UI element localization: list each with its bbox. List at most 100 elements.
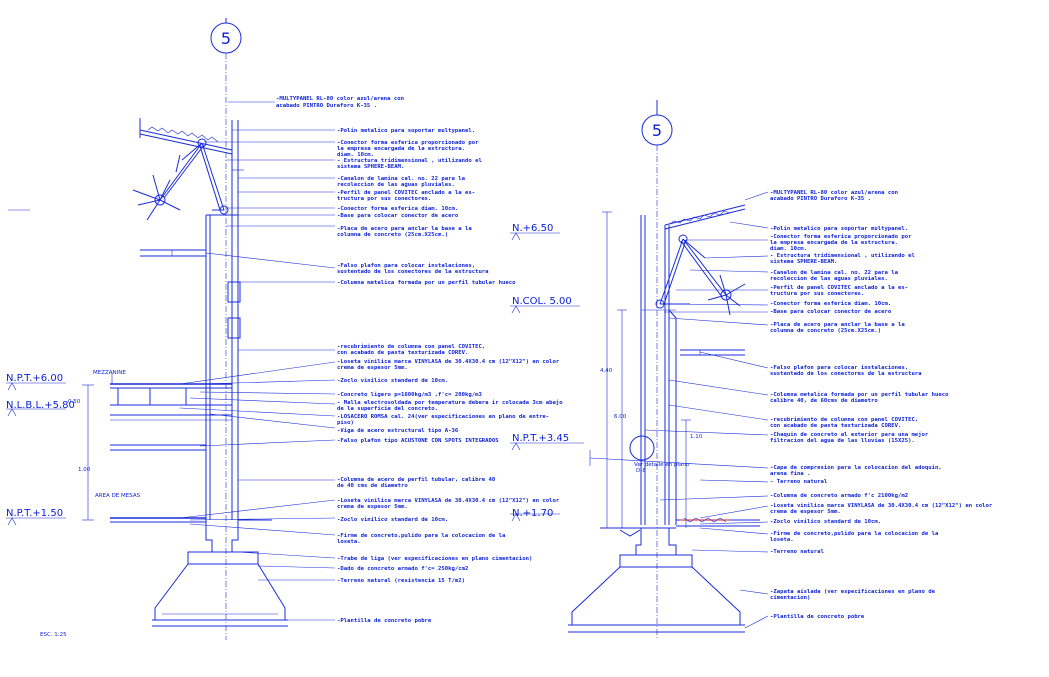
detail-callout-circle (629, 435, 655, 461)
note-text: -Canalon de lamina cal. no. 22 para la (337, 176, 466, 182)
note-text: -Columna metalica formada por un perfil … (770, 392, 949, 398)
note-text: la empresa encargada de la estructura. (770, 240, 898, 246)
note-text: -Base para colocar conector de acero (337, 213, 459, 219)
note-text: crema de espesor 5mm. (337, 504, 408, 510)
note-text: -Placa de acero para anclar la base a la (337, 226, 472, 232)
note-text: - Estructura tridimensional , utilizando… (770, 253, 915, 259)
note-text: tructura por sus conectores. (770, 291, 864, 297)
area-label: AREA DE MESAS (95, 493, 141, 499)
note-text: - Terreno natural (770, 479, 827, 485)
scale-note: ESC. 1:25 (40, 632, 67, 638)
note-text: -Falso plafon para colocar instalaciones… (770, 365, 908, 371)
left-column (205, 120, 244, 520)
note-text: diam. 10cm. (770, 246, 807, 252)
note-text: -Loseta vinilica marca VINYLASA de 30.4X… (770, 503, 993, 509)
note-text: columna de concreto (25cm.X25cm.) (337, 232, 448, 238)
note-text: -Terreno natural (770, 549, 824, 555)
detail-callout-text: Ver detalle en plano (634, 462, 690, 468)
note-text: -Loseta vinilica marca VINYLASA de 30.4X… (337, 498, 560, 504)
left-mezzanine-slab (110, 372, 232, 451)
note-text: -Perfil de panel COVITEC anclado a la es… (337, 190, 475, 196)
note-text: calibre 40, de 60cms de diametro (770, 398, 878, 404)
left-annotations: -MULTYPANEL RL-80 color azul/arena con a… (276, 96, 563, 624)
note-text: loseta. (337, 539, 361, 545)
right-column (640, 215, 677, 525)
note-text: - Malla electrosoldada por temperatura d… (337, 399, 563, 406)
note-text: -Zoclo vinilico standard de 10cm. (337, 517, 448, 523)
note-text: -Placa de acero para anclar la base a la (770, 322, 905, 328)
note-text: recoleccion de las aguas pluviales. (337, 182, 455, 188)
note-text: con acabado de pasta texturizada COREV. (337, 350, 468, 356)
note-text: con acabado de pasta texturizada COREV. (770, 423, 901, 429)
note-text: -Conector forma esferica proporcionado p… (770, 234, 912, 240)
note-text: sistema SPHERE-BEAM. (770, 259, 837, 265)
note-text: la empresa encargada de la estructura. (337, 146, 465, 152)
note-text: -Falso plafon para colocar instalaciones… (337, 263, 475, 269)
note-text: -Polin metalico para soportar multypanel… (337, 128, 475, 134)
note-text: piso) (337, 420, 354, 426)
note-text: filtracion del agua de las lluvias (15X2… (770, 438, 915, 444)
note-text: -Base para colocar conector de acero (770, 309, 892, 315)
note-text: de 40 cms de diametro (337, 483, 408, 489)
note-text: -Terreno natural (resistencia 15 T/m2) (337, 578, 465, 584)
note-text: sustentado de los conectores de la estru… (770, 371, 922, 377)
level-label: N.COL. 5.00 (512, 296, 572, 307)
note-text: -MULTYPANEL RL-80 color azul/arena con (276, 96, 404, 102)
note-text: -Firme de concreto,pulido para la coloca… (337, 533, 506, 539)
note-text: -Columna metalica formada por un perfil … (337, 280, 516, 286)
note-text: -Conector forma esferica diam. 10cm. (770, 301, 891, 307)
note-text: acabado PINTRO Duraforo K-35 . (770, 196, 871, 202)
level-label: N.+1.70 (512, 508, 553, 519)
note-text: cimentacion) (770, 595, 810, 601)
level-label: N.P.T.+6.00 (6, 373, 63, 384)
dimension-label: 1.10 (690, 434, 703, 440)
left-section-detail: 5 (6, 18, 584, 640)
note-text: -Zoclo vinilico standard de 10cm. (337, 378, 448, 384)
note-text: -Columna de acero de perfil tubular, cal… (337, 477, 496, 483)
note-text: -recubrimiento de columna con panel COVI… (337, 344, 485, 350)
note-text: -Capa de compresion para la colocacion d… (770, 465, 942, 471)
right-section-detail: 5 (568, 100, 993, 640)
level-label: N.+6.50 (512, 223, 553, 234)
level-label: N.L.B.L.+5.80 (6, 400, 75, 411)
right-leaders (589, 191, 769, 629)
note-text: crema de espesor 5mm. (770, 509, 841, 515)
dimension-label: 1.00 (78, 467, 91, 473)
left-ground-floor (110, 517, 272, 523)
note-text: -Trabe de liga (ver especificaciones en … (337, 556, 532, 562)
axis-label-right: 5 (652, 121, 662, 140)
right-roof-panel (664, 204, 746, 230)
note-text: - Estructura tridimensional , utilizando… (337, 158, 482, 164)
note-text: -Conector forma esferica proporcionado p… (337, 140, 479, 146)
note-text: tructura por sus conectores. (337, 196, 431, 202)
note-text: -LOSACERO ROMSA cal. 24(ver especificaci… (337, 414, 549, 420)
note-text: columna de concreto (25cm.X25cm.) (770, 328, 881, 334)
note-text: recoleccion de las aguas pluviales. (770, 276, 888, 282)
note-text: -MULTYPANEL RL-80 color azul/arena con (770, 190, 898, 196)
note-text: crema de espesor 5mm. (337, 365, 408, 371)
axis-label-left: 5 (221, 29, 231, 48)
detail-callout-ref: D-8 (636, 468, 646, 474)
dimension-label: 0.50 (68, 399, 81, 405)
note-text: -recubrimiento de columna con panel COVI… (770, 417, 918, 423)
dimension-label: 4.40 (600, 368, 613, 374)
note-text: -Falso plafon tipo ACUSTONE CON SPOTS IN… (337, 438, 499, 444)
note-text: -Concreto ligero p=1600kg/m3 ,f'c= 200kg… (337, 392, 482, 398)
note-text: de la superficie del concreto. (337, 406, 438, 412)
note-text: -Dado de concreto armado f'c= 250kg/cm2 (337, 566, 468, 572)
right-floor (600, 517, 760, 537)
note-text: -Viga de acero estructural tipo A-36 (337, 428, 459, 434)
note-text: -Loseta vinilica marca VINYLASA de 30.4X… (337, 359, 560, 365)
note-text: -Chaquin de concreto al exterior para un… (770, 431, 929, 438)
level-label: N.P.T.+1.50 (6, 508, 63, 519)
left-roof-panel (139, 118, 233, 155)
left-space-frame (132, 138, 229, 221)
right-footing (568, 528, 745, 633)
note-text: arena fina . (770, 471, 810, 477)
note-text: -Plantilla de concreto pobre (770, 614, 865, 620)
mezzanine-label: MEZZANINE (93, 370, 126, 376)
note-text: sustentado de los conectores de la estru… (337, 269, 489, 275)
note-text: diam. 10cm. (337, 152, 374, 158)
left-leaders (179, 101, 336, 621)
note-text: -Canalon de lamina cal. no. 22 para la (770, 270, 899, 276)
